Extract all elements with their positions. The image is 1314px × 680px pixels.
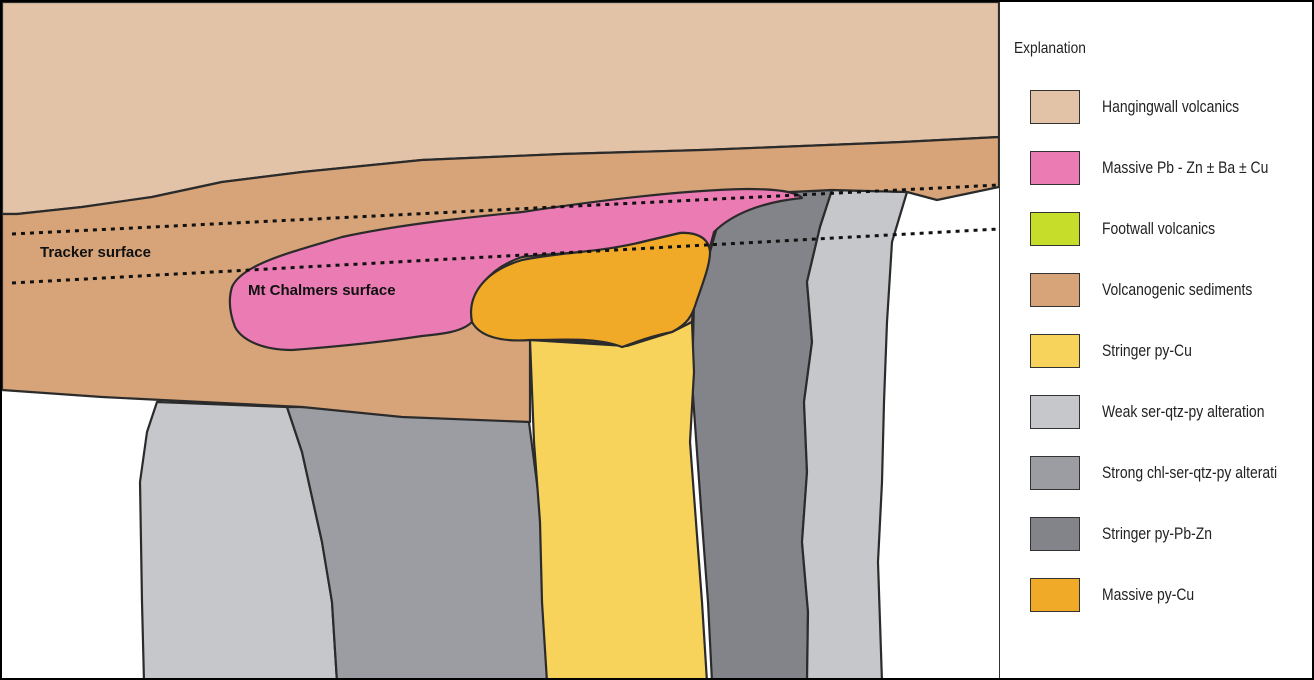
legend-item: Weak ser-qtz-py alteration <box>1030 395 1314 435</box>
legend-label: Strong chl-ser-qtz-py alterati <box>1102 463 1277 483</box>
weak-alteration-right-unit <box>802 190 907 680</box>
legend-swatch <box>1030 517 1080 551</box>
legend-label: Massive py-Cu <box>1102 585 1194 605</box>
mt-chalmers-surface-label: Mt Chalmers surface <box>248 282 396 299</box>
legend-label: Stringer py-Cu <box>1102 341 1192 361</box>
legend-item: Massive py-Cu <box>1030 578 1314 618</box>
legend-item: Massive Pb - Zn ± Ba ± Cu <box>1030 151 1314 191</box>
stringer-py-cu-unit <box>530 322 707 680</box>
legend-item: Footwall volcanics <box>1030 212 1314 252</box>
legend-label: Footwall volcanics <box>1102 219 1215 239</box>
legend-title: Explanation <box>1014 40 1086 58</box>
cross-section: Tracker surface Mt Chalmers surface <box>2 2 999 680</box>
legend-label: Volcanogenic sediments <box>1102 280 1252 300</box>
legend-divider <box>999 2 1000 680</box>
legend-swatch <box>1030 151 1080 185</box>
legend-swatch <box>1030 578 1080 612</box>
legend-label: Stringer py-Pb-Zn <box>1102 524 1212 544</box>
legend-item: Stringer py-Pb-Zn <box>1030 517 1314 557</box>
legend-item: Volcanogenic sediments <box>1030 273 1314 313</box>
legend-swatch <box>1030 90 1080 124</box>
tracker-surface-label: Tracker surface <box>40 244 151 261</box>
legend-label: Weak ser-qtz-py alteration <box>1102 402 1264 422</box>
legend-item: Hangingwall volcanics <box>1030 90 1314 130</box>
legend-swatch <box>1030 456 1080 490</box>
legend-swatch <box>1030 212 1080 246</box>
legend-swatch <box>1030 334 1080 368</box>
legend-swatch <box>1030 395 1080 429</box>
legend-label: Massive Pb - Zn ± Ba ± Cu <box>1102 158 1268 178</box>
legend-label: Hangingwall volcanics <box>1102 97 1239 117</box>
legend-item: Stringer py-Cu <box>1030 334 1314 374</box>
legend-swatch <box>1030 273 1080 307</box>
legend-item: Strong chl-ser-qtz-py alterati <box>1030 456 1314 496</box>
